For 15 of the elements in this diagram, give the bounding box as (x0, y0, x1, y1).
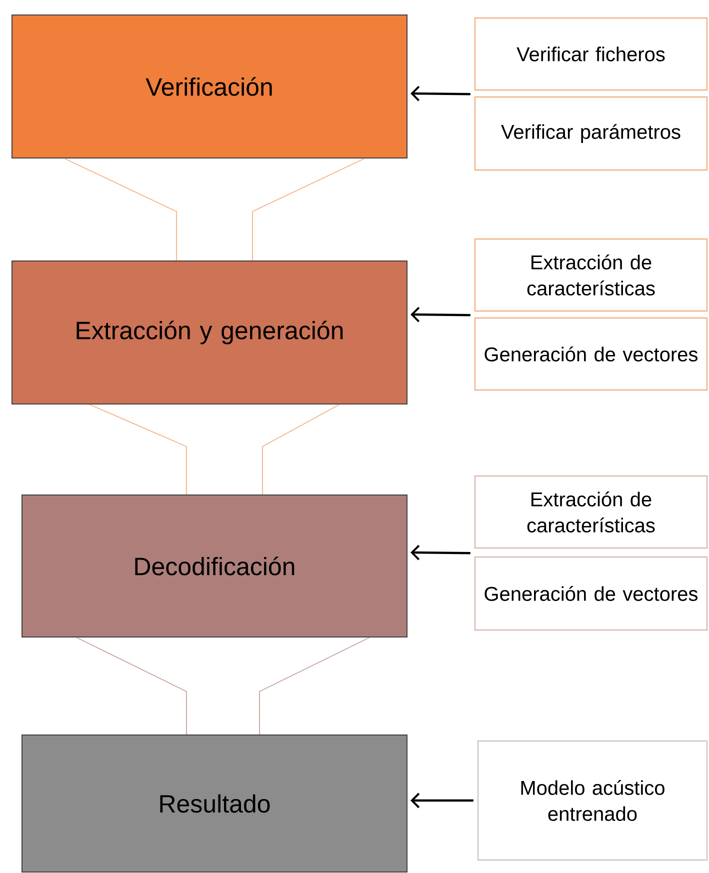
task-box: Extracción de características (474, 238, 708, 312)
stage-box: Extracción y generación (12, 260, 408, 404)
task-box: Generación de vectores (474, 317, 708, 391)
stage-box: Resultado (22, 734, 408, 872)
task-box: Modelo acústico entrenado (477, 740, 708, 861)
funnel-connector (89, 404, 340, 495)
funnel-connector (76, 637, 370, 735)
stage-box: Decodificación (22, 494, 408, 638)
stage-box: Verificación (12, 14, 408, 158)
task-box: Extracción de características (474, 475, 708, 549)
task-box: Verificar ficheros (474, 17, 708, 91)
task-box: Generación de vectores (474, 556, 708, 631)
task-box: Verificar parámetros (474, 96, 708, 171)
funnel-connector (64, 158, 365, 261)
arrow (410, 792, 474, 808)
